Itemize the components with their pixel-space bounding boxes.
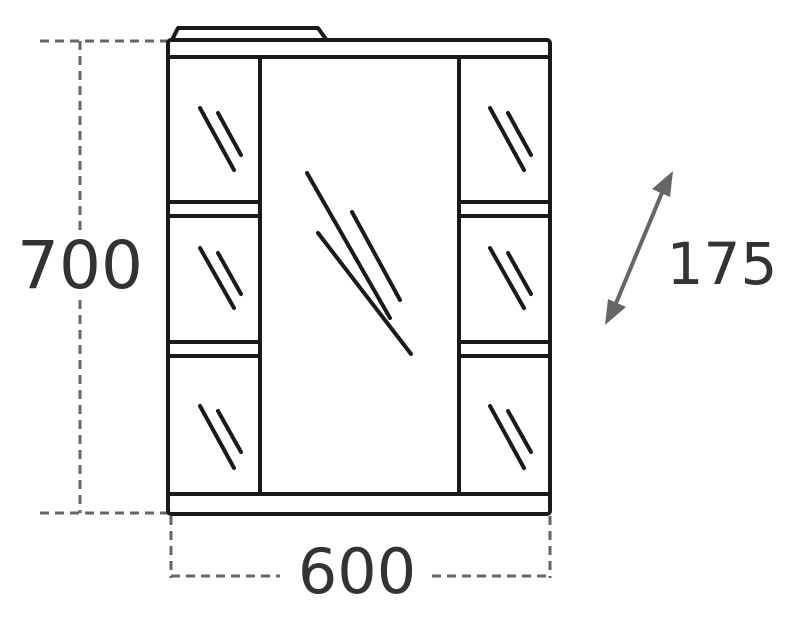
depth-arrow [605, 171, 673, 325]
glass-reflections [198, 106, 533, 470]
width-label: 600 [298, 535, 416, 608]
width-dimension-lines [169, 516, 552, 578]
cabinet [166, 26, 552, 516]
height-dimension-lines [40, 39, 168, 515]
height-label: 700 [17, 227, 143, 304]
depth-label: 175 [667, 230, 778, 298]
center-mirror-door [258, 55, 461, 496]
